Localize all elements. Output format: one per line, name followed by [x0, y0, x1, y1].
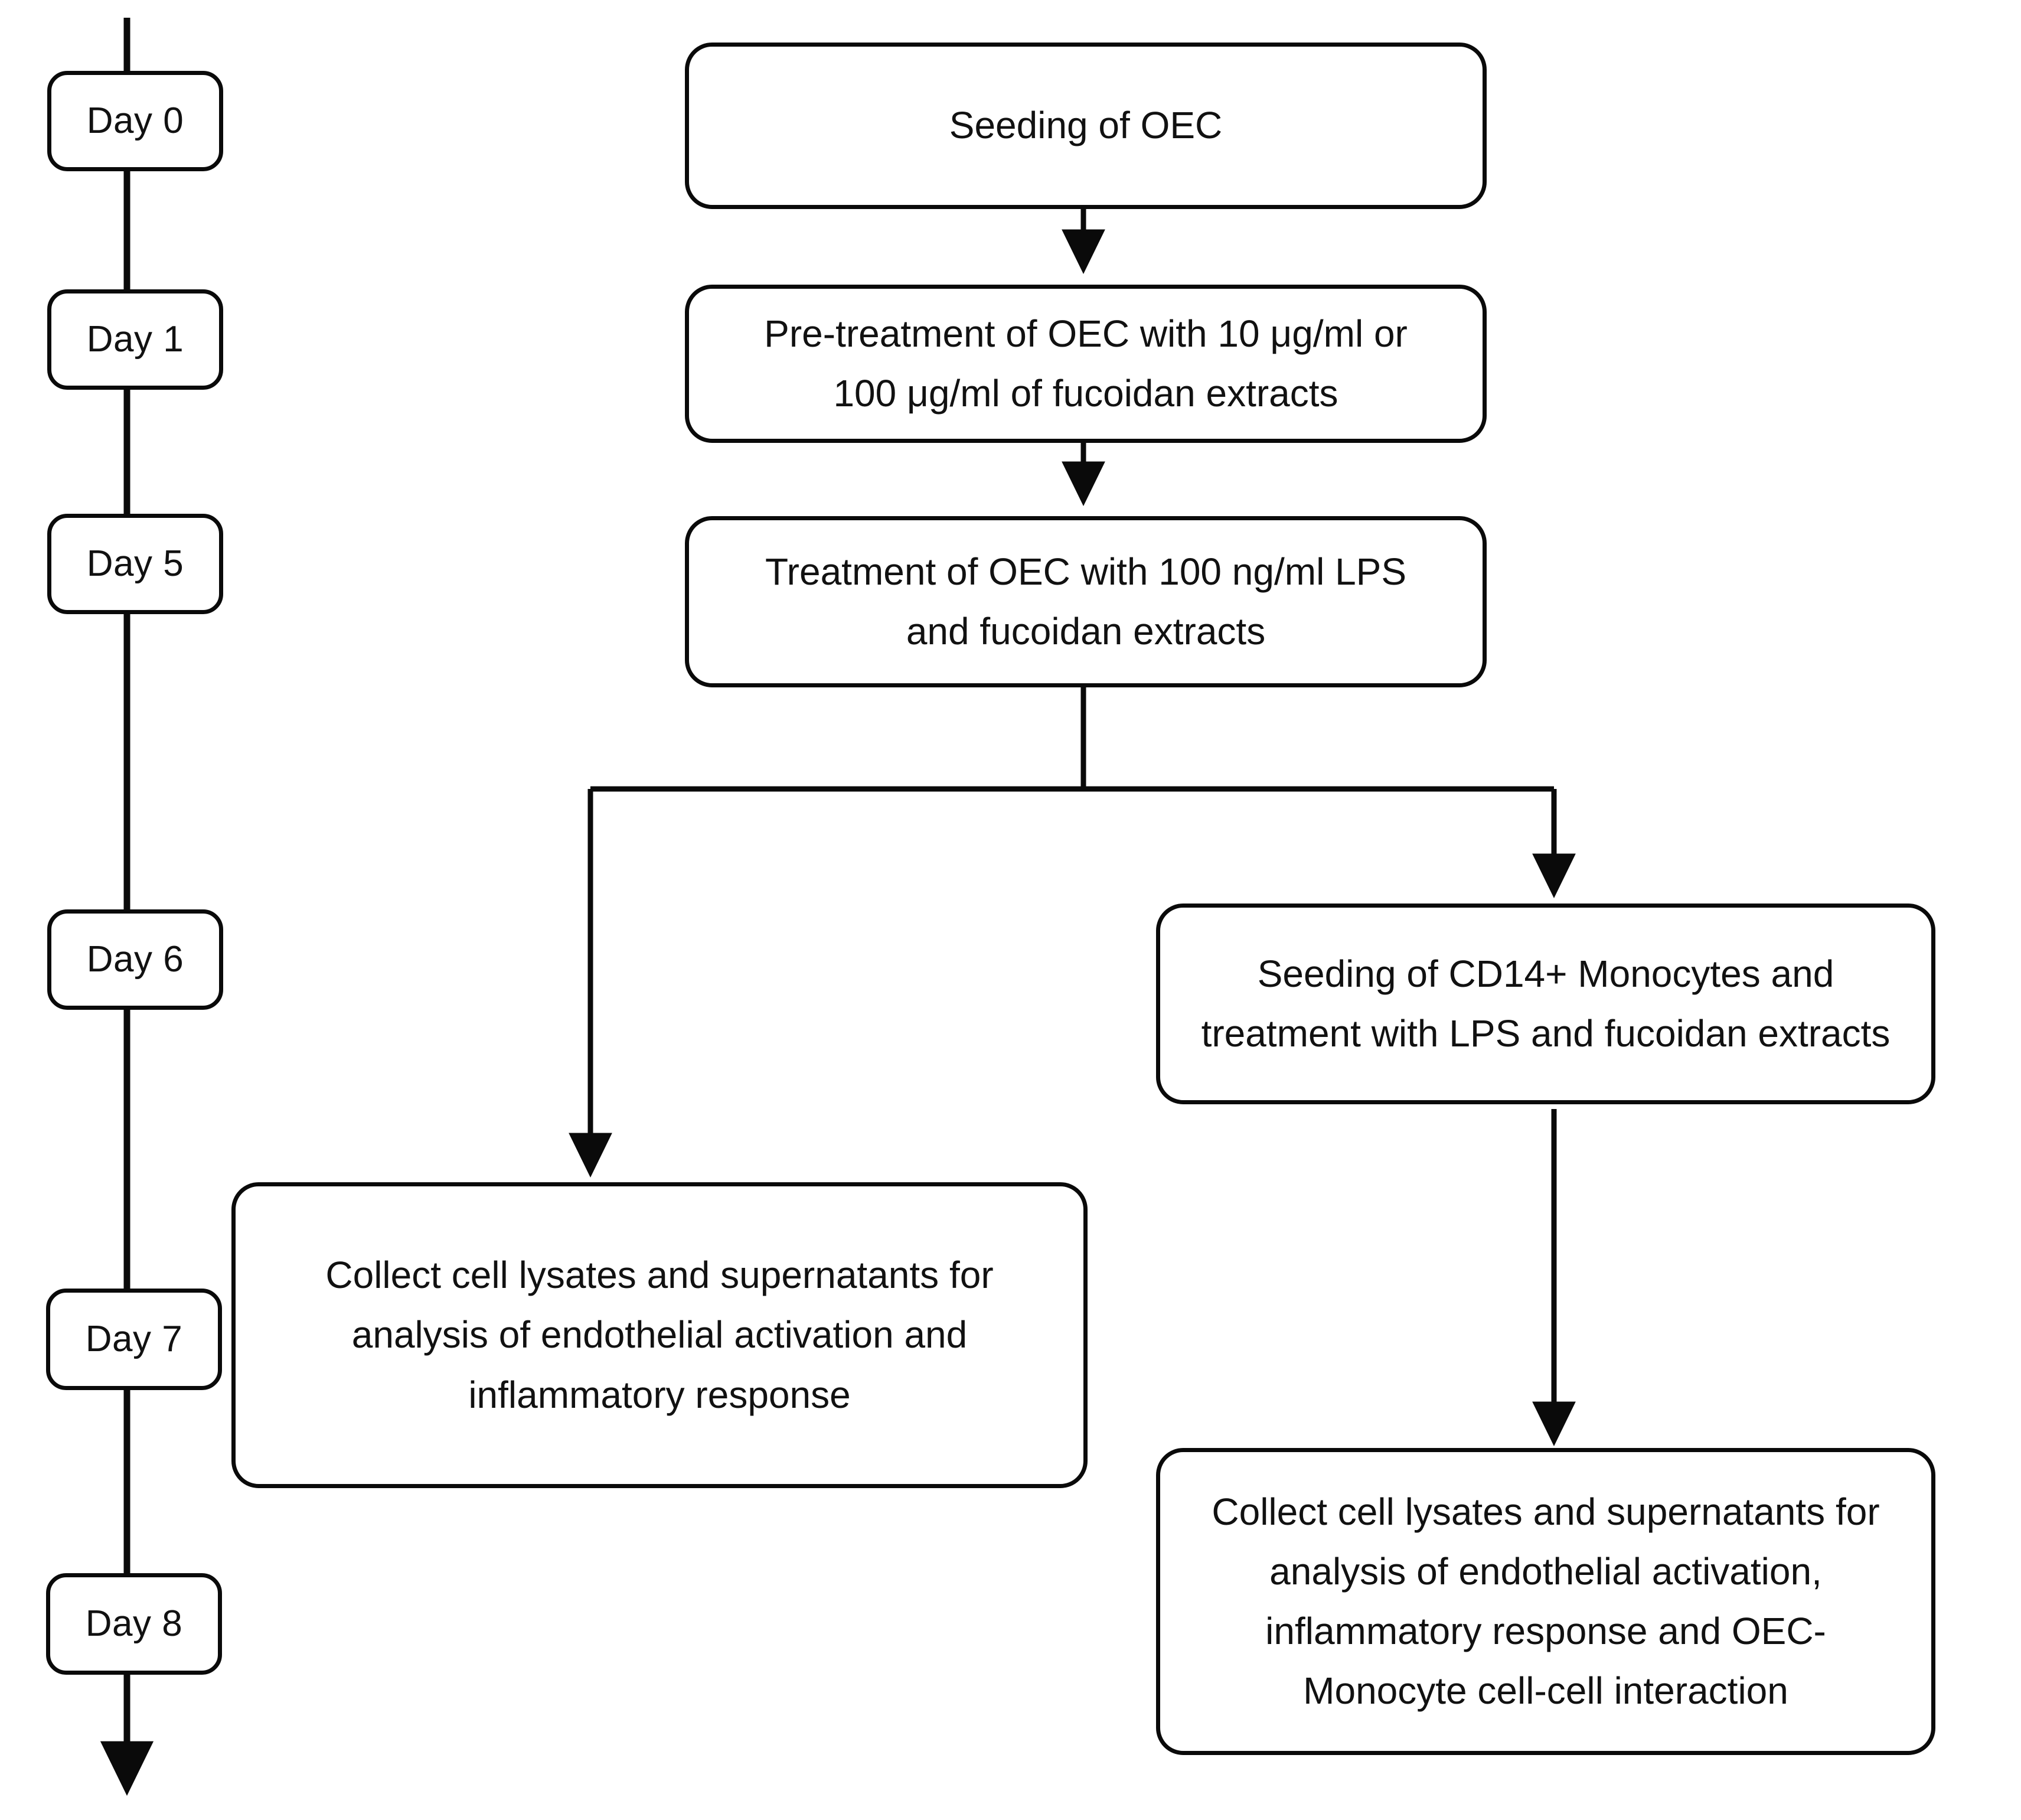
- timeline-node-day0[interactable]: Day 0: [47, 71, 223, 171]
- process-node-seeding-cd14-monocytes[interactable]: Seeding of CD14+ Monocytes and treatment…: [1156, 904, 1935, 1104]
- timeline-node-day7-label: Day 7: [85, 1318, 183, 1359]
- process-node-pre-treatment-oec-label: Pre-treatment of OEC with 10 μg/ml or 10…: [764, 312, 1408, 415]
- process-node-seeding-oec[interactable]: Seeding of OEC: [685, 43, 1487, 209]
- timeline-node-day0-label: Day 0: [86, 100, 184, 141]
- process-node-collect-oec-monocyte-label: Collect cell lysates and supernatants fo…: [1212, 1490, 1880, 1713]
- process-node-treatment-oec-lps[interactable]: Treatment of OEC with 100 ng/ml LPS and …: [685, 516, 1487, 687]
- process-node-seeding-cd14-monocytes-label: Seeding of CD14+ Monocytes and treatment…: [1201, 952, 1891, 1055]
- process-node-collect-oec-monocyte[interactable]: Collect cell lysates and supernatants fo…: [1156, 1448, 1935, 1755]
- timeline-node-day8[interactable]: Day 8: [46, 1573, 222, 1675]
- timeline-node-day6[interactable]: Day 6: [47, 909, 223, 1010]
- process-node-collect-oec-only-label: Collect cell lysates and supernatants fo…: [325, 1254, 994, 1416]
- edge-treatment-branch-split: [590, 686, 1554, 792]
- process-node-treatment-oec-lps-label: Treatment of OEC with 100 ng/ml LPS and …: [765, 550, 1407, 653]
- process-node-seeding-oec-label: Seeding of OEC: [949, 104, 1223, 147]
- timeline-node-day1-label: Day 1: [86, 318, 184, 360]
- process-node-pre-treatment-oec[interactable]: Pre-treatment of OEC with 10 μg/ml or 10…: [685, 285, 1487, 443]
- timeline-node-day6-label: Day 6: [86, 938, 184, 980]
- timeline-node-day5-label: Day 5: [86, 543, 184, 584]
- timeline-node-day5[interactable]: Day 5: [47, 514, 223, 614]
- process-node-collect-oec-only[interactable]: Collect cell lysates and supernatants fo…: [231, 1182, 1088, 1488]
- timeline-node-day8-label: Day 8: [85, 1603, 183, 1644]
- timeline-node-day7[interactable]: Day 7: [46, 1289, 222, 1390]
- timeline-node-day1[interactable]: Day 1: [47, 289, 223, 390]
